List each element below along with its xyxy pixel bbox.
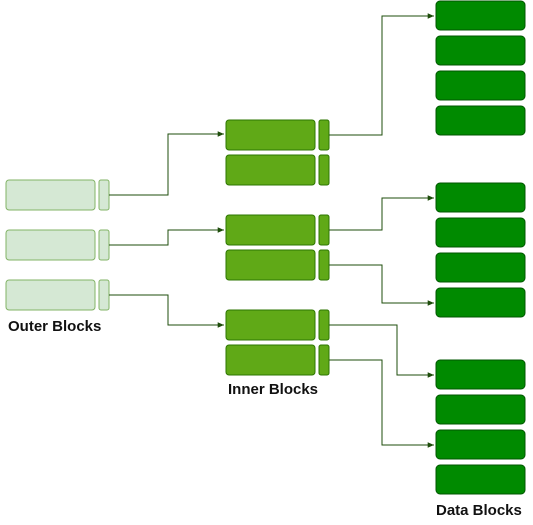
inner-block-3a-pointer: [318, 309, 330, 341]
data-block-group-1-item-1: [435, 0, 526, 31]
data-block-group-3-item-2: [435, 394, 526, 425]
outer-block-3-pointer: [98, 279, 110, 311]
outer-block-1-pointer: [98, 179, 110, 211]
data-block-group-2-item-1: [435, 182, 526, 213]
inner-block-2a-pointer: [318, 214, 330, 246]
connector-outer-2-to-inner-2: [109, 227, 224, 246]
inner-block-2b-pointer: [318, 249, 330, 281]
inner-block-1b-entry: [225, 154, 316, 186]
inner-block-1a-entry: [225, 119, 316, 151]
data-block-group-2-item-3: [435, 252, 526, 283]
data-block-group-1-item-4: [435, 105, 526, 136]
data-block-group-3-item-4: [435, 464, 526, 495]
inner-block-1a-pointer: [318, 119, 330, 151]
inner-block-3b-entry: [225, 344, 316, 376]
outer-block-2-pointer: [98, 229, 110, 261]
connector-inner-2b-to-data-group-2b: [329, 264, 434, 306]
inner-blocks-label: Inner Blocks: [228, 381, 319, 398]
data-block-group-1-item-2: [435, 35, 526, 66]
data-block-group-2-item-2: [435, 217, 526, 248]
outer-block-2-entry: [5, 229, 96, 261]
data-blocks-label: Data Blocks: [436, 502, 522, 519]
outer-blocks: [5, 179, 110, 311]
inner-block-1b-pointer: [318, 154, 330, 186]
outer-block-3-entry: [5, 279, 96, 311]
inner-block-2b-entry: [225, 249, 316, 281]
inner-blocks: [225, 119, 330, 376]
data-block-group-3-item-1: [435, 359, 526, 390]
connector-inner-1a-to-data-group-1: [329, 13, 434, 136]
connectors: [109, 13, 434, 448]
connector-inner-2a-to-data-group-2a: [329, 195, 434, 231]
connector-inner-3b-to-data-group-3b: [329, 359, 434, 448]
data-block-group-3-item-3: [435, 429, 526, 460]
data-block-group-2-item-4: [435, 287, 526, 318]
outer-blocks-label: Outer Blocks: [8, 318, 102, 335]
connector-outer-3-to-inner-3: [109, 294, 224, 328]
outer-block-1-entry: [5, 179, 96, 211]
connector-inner-3a-to-data-group-3a: [329, 324, 434, 378]
data-block-group-1-item-3: [435, 70, 526, 101]
connector-outer-1-to-inner-1: [109, 131, 224, 196]
inner-block-3b-pointer: [318, 344, 330, 376]
data-blocks: [435, 0, 526, 495]
inner-block-2a-entry: [225, 214, 316, 246]
inner-block-3a-entry: [225, 309, 316, 341]
